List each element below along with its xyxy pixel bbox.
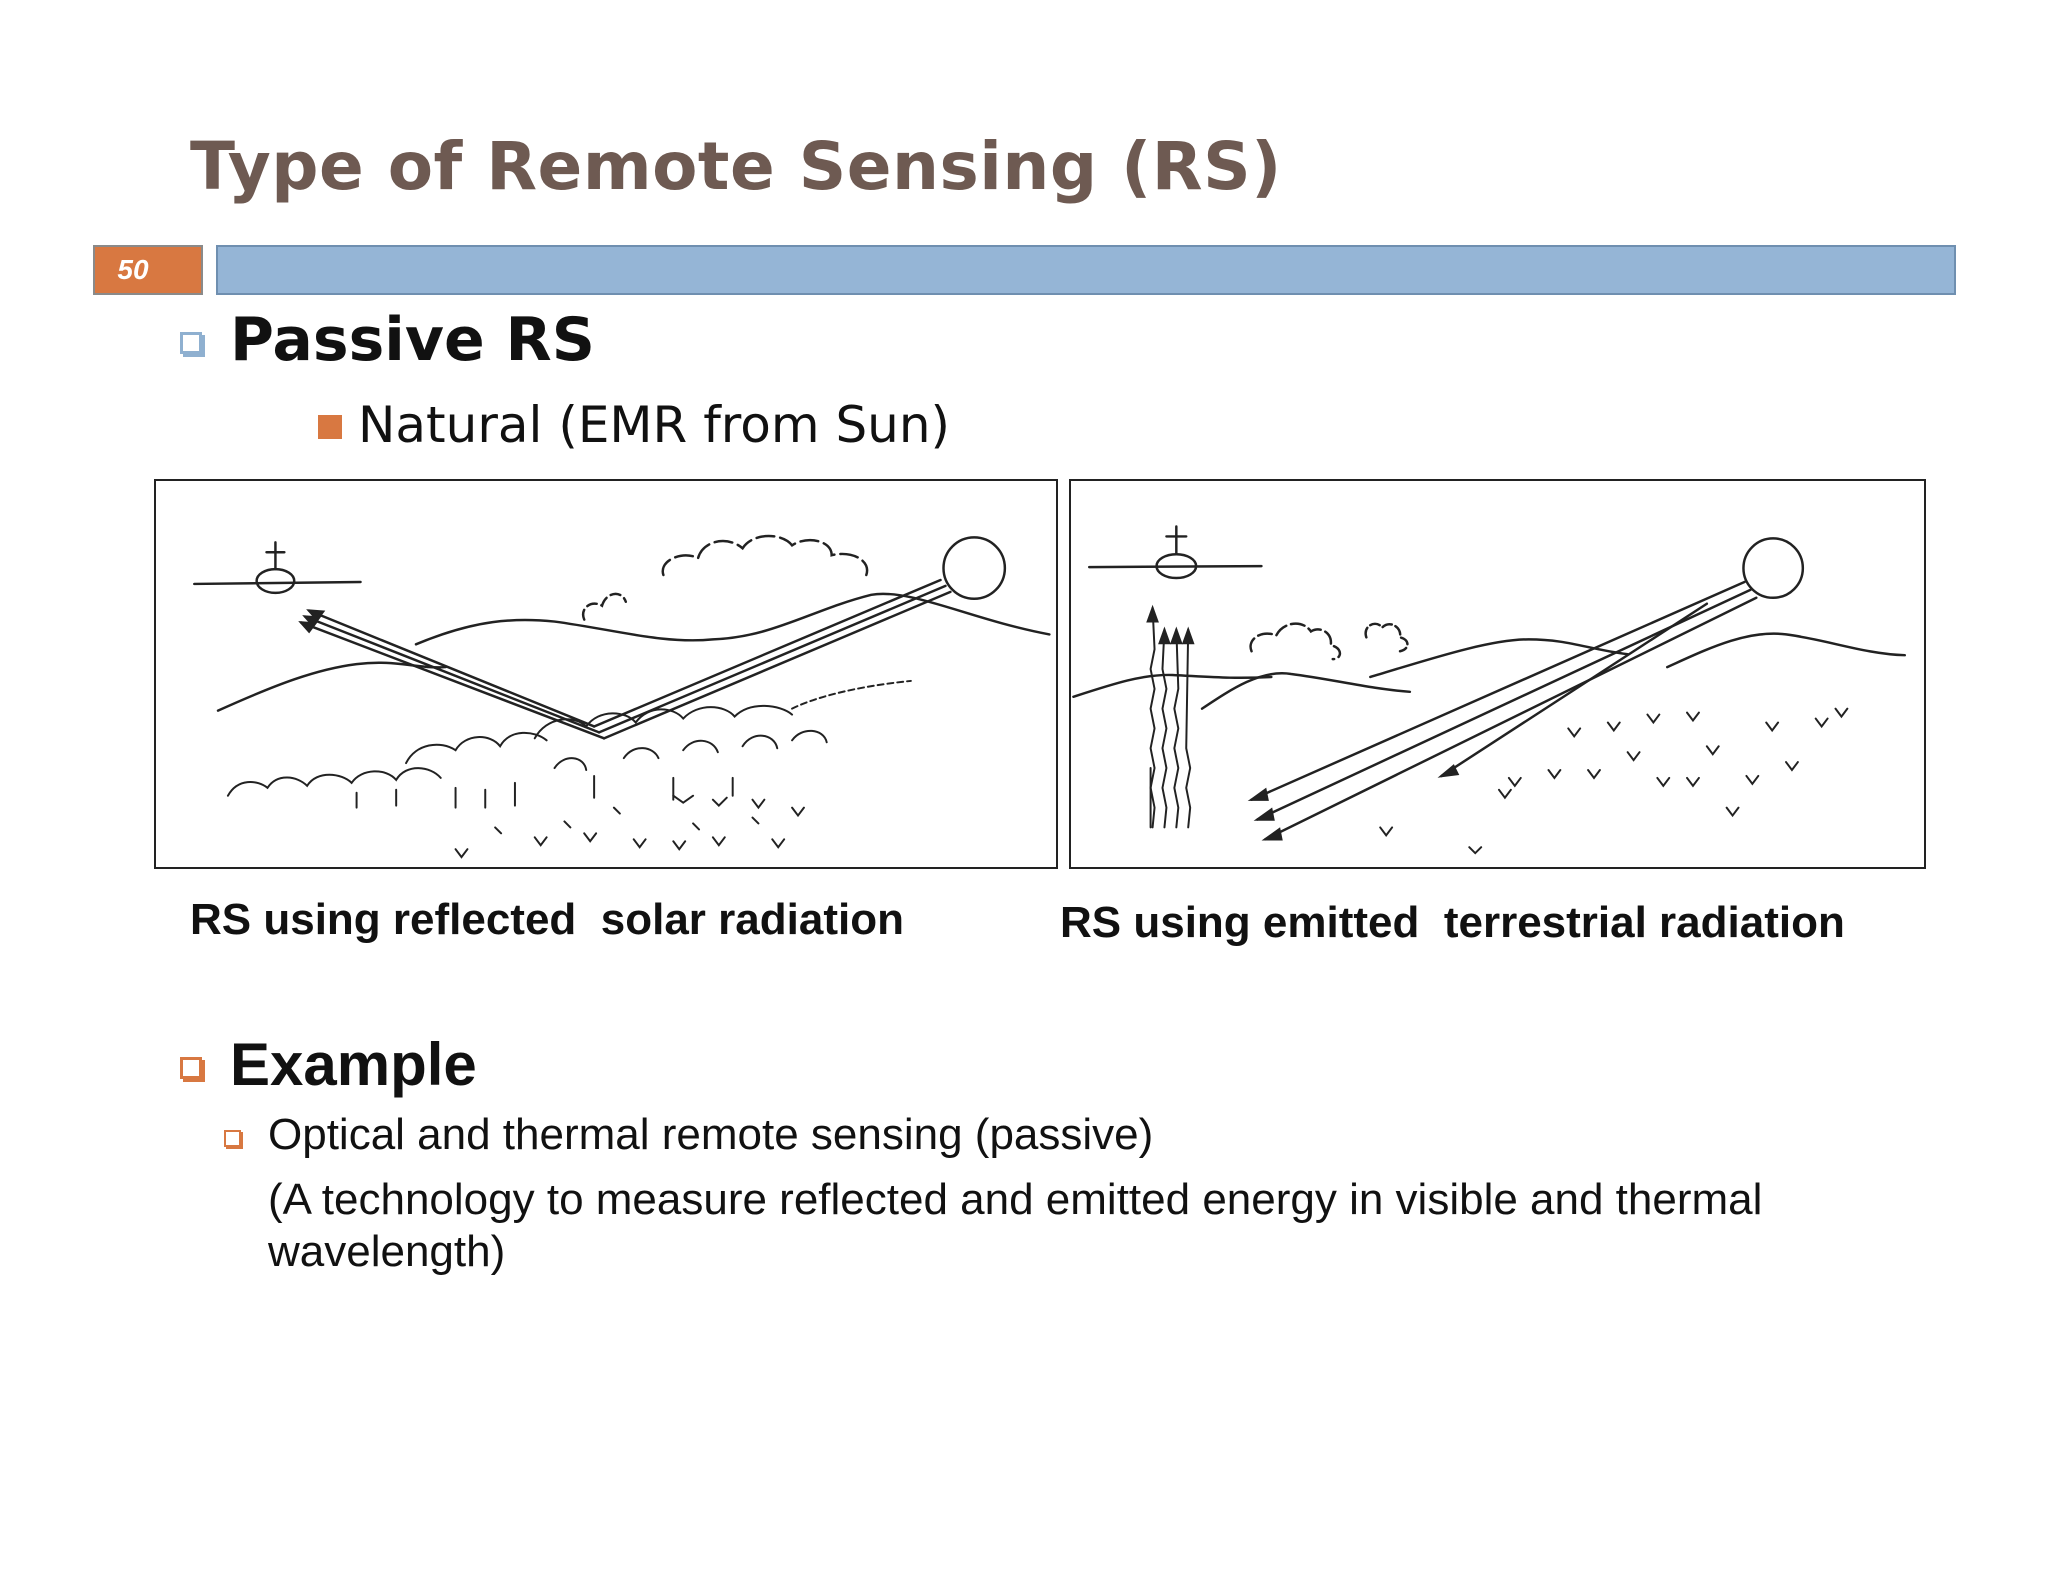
square-bullet-icon (180, 332, 202, 354)
emitted-radiation-figure (1069, 479, 1926, 869)
small-square-bullet-icon (224, 1130, 241, 1147)
square-bullet-icon (180, 1057, 202, 1079)
right-figure-caption: RS using emitted terrestrial radiation (1060, 898, 1845, 947)
sun-icon (942, 536, 1007, 601)
left-figure-caption: RS using reflected solar radiation (190, 895, 904, 944)
heading-example: Example (230, 1031, 477, 1098)
filled-square-bullet-icon (318, 415, 342, 439)
subpoint-natural: Natural (EMR from Sun) (358, 396, 951, 454)
title-bar (216, 245, 1956, 295)
example-item: Optical and thermal remote sensing (pass… (268, 1110, 1154, 1159)
example-description: (A technology to measure reflected and e… (268, 1175, 1763, 1276)
satellite-icon (1087, 525, 1263, 580)
heading-passive-rs: Passive RS (230, 305, 595, 375)
slide-number: 50 (93, 245, 203, 295)
satellite-icon (193, 541, 362, 595)
sun-icon (1742, 537, 1805, 600)
slide-title: Type of Remote Sensing (RS) (190, 128, 1282, 205)
reflected-radiation-figure (154, 479, 1058, 869)
